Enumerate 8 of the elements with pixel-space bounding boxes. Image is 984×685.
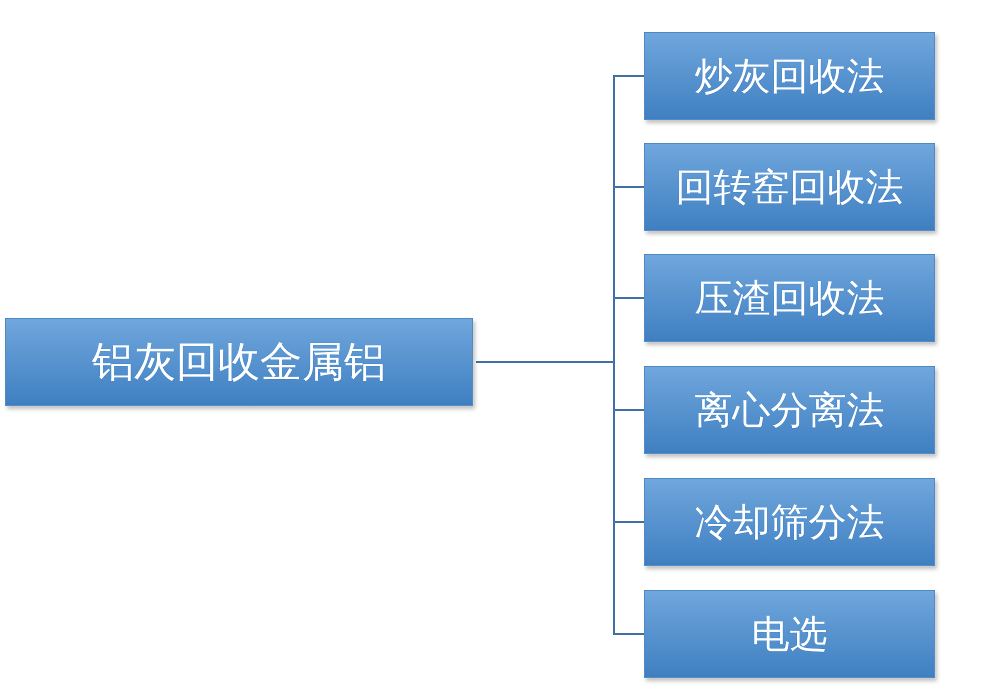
method-box: 炒灰回收法 (644, 32, 935, 120)
root-box: 铝灰回收金属铝 (5, 318, 473, 406)
method-box: 冷却筛分法 (644, 478, 935, 566)
method-box: 回转窑回收法 (644, 143, 935, 231)
method-box: 离心分离法 (644, 366, 935, 454)
method-box: 压渣回收法 (644, 254, 935, 342)
method-box: 电选 (644, 590, 935, 678)
connector-line (476, 361, 644, 635)
